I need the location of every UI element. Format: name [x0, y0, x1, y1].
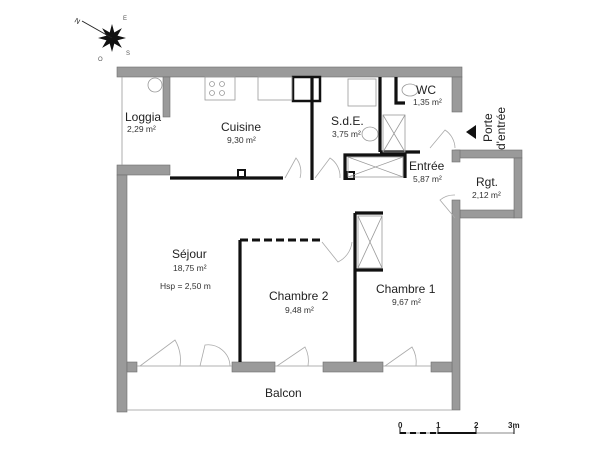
room-wc: WC 1,35 m²: [413, 83, 442, 107]
room-area: 9,67 m²: [392, 297, 421, 307]
compass-e: E: [123, 16, 127, 22]
room-sde: S.d.E. 3,75 m²: [331, 114, 364, 139]
room-name: Balcon: [265, 386, 302, 400]
room-area: 9,30 m²: [227, 135, 256, 145]
scale-tick: 3m: [508, 421, 520, 430]
room-area: 1,35 m²: [413, 97, 442, 107]
scale-bar: 0 1 2 3m: [398, 421, 520, 434]
scale-tick: 0: [398, 421, 403, 430]
room-area: 9,48 m²: [285, 305, 314, 315]
compass-o: O: [98, 57, 103, 63]
room-chambre2: Chambre 2 9,48 m²: [269, 289, 329, 315]
compass-s: S: [126, 51, 130, 57]
room-entree: Entrée 5,87 m²: [409, 159, 445, 184]
scale-tick: 1: [436, 421, 441, 430]
fixtures: [147, 76, 419, 142]
room-area: 2,12 m²: [472, 190, 501, 200]
compass-n: N: [73, 17, 81, 26]
scale-tick: 2: [474, 421, 479, 430]
exterior-walls: [116, 66, 523, 413]
room-balcon: Balcon: [265, 386, 302, 400]
room-name: Rgt.: [476, 175, 498, 189]
ceiling-height: Hsp = 2,50 m: [160, 281, 211, 291]
room-area: 2,29 m²: [127, 124, 156, 134]
room-area: 3,75 m²: [332, 129, 361, 139]
room-name: Entrée: [409, 159, 445, 173]
room-area: 5,87 m²: [413, 174, 442, 184]
room-name: Séjour: [172, 247, 207, 261]
room-loggia: Loggia 2,29 m²: [125, 110, 161, 134]
room-name: S.d.E.: [331, 114, 364, 128]
room-cuisine: Cuisine 9,30 m²: [221, 120, 261, 145]
room-name: Cuisine: [221, 120, 261, 134]
entrance-arrow-icon: [466, 125, 476, 139]
room-name: Chambre 1: [376, 282, 436, 296]
room-rgt: Rgt. 2,12 m²: [472, 175, 501, 200]
room-name: Loggia: [125, 110, 161, 124]
room-name: WC: [416, 83, 436, 97]
room-sejour: Séjour 18,75 m² Hsp = 2,50 m: [160, 247, 211, 291]
room-area: 18,75 m²: [173, 263, 207, 273]
room-name: Chambre 2: [269, 289, 329, 303]
doors: [139, 129, 456, 367]
entrance-label-1: Porte: [481, 113, 495, 142]
interior-walls: [170, 75, 420, 362]
compass-rose-icon: N E S O: [73, 16, 130, 63]
entrance-marker: Porte d'entrée: [466, 107, 508, 150]
room-chambre1: Chambre 1 9,67 m²: [376, 282, 436, 307]
entrance-label-2: d'entrée: [494, 107, 508, 150]
